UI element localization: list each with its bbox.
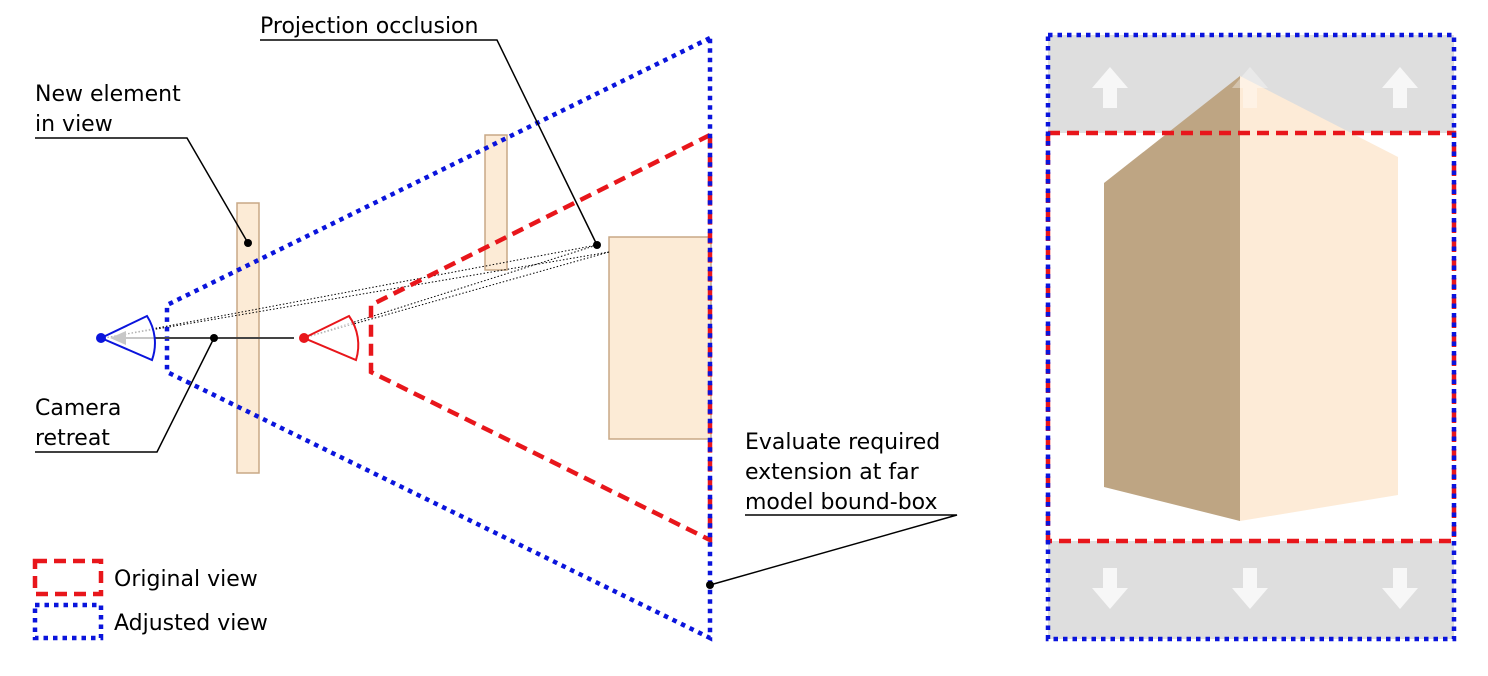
adjusted-view-frustum [164,35,713,642]
original-view-frustum [368,132,713,544]
legend-original-swatch [32,558,104,597]
arrow-up-icon [1232,67,1268,108]
evaluate-extension-label-line2: extension at far [745,460,920,485]
model-element-rect [608,236,712,440]
new-element-label-line1: New element [35,82,181,107]
arrow-down-icon [1232,568,1268,609]
new-element-label-line2: in view [35,112,113,137]
adjusted-camera-icon [96,314,156,362]
legend-adjusted-swatch [32,602,104,641]
arrow-down-icon [1382,568,1418,609]
original-camera-icon [299,314,360,362]
camera-retreat-label-line2: retreat [35,426,110,451]
legend: Original view Adjusted view [32,558,268,641]
model-box [1104,76,1398,521]
projection-rays [103,244,610,339]
legend-original-label: Original view [114,567,258,592]
camera-retreat-label-line1: Camera [35,396,121,421]
evaluate-extension-label-line1: Evaluate required [745,430,940,455]
original-view-bounds [1045,130,1457,544]
occluding-element-rect [484,134,508,271]
extension-down-arrows [1092,568,1418,609]
arrow-down-icon [1092,568,1128,609]
adjusted-view-bounds [1045,32,1457,642]
leader-lines [35,39,958,586]
frustum-panel: Projection occlusion New element in view… [32,14,958,642]
projection-occlusion-label: Projection occlusion [260,14,478,39]
arrow-up-icon [1382,67,1418,108]
legend-adjusted-label: Adjusted view [114,611,268,636]
leader-dots [210,239,714,589]
arrow-up-icon [1092,67,1128,108]
image-space-panel [1045,32,1457,642]
evaluate-extension-label-line3: model bound-box [745,490,937,515]
extension-up-arrows [1092,67,1418,108]
box-light-face [1240,76,1398,521]
box-dark-face [1104,76,1240,521]
